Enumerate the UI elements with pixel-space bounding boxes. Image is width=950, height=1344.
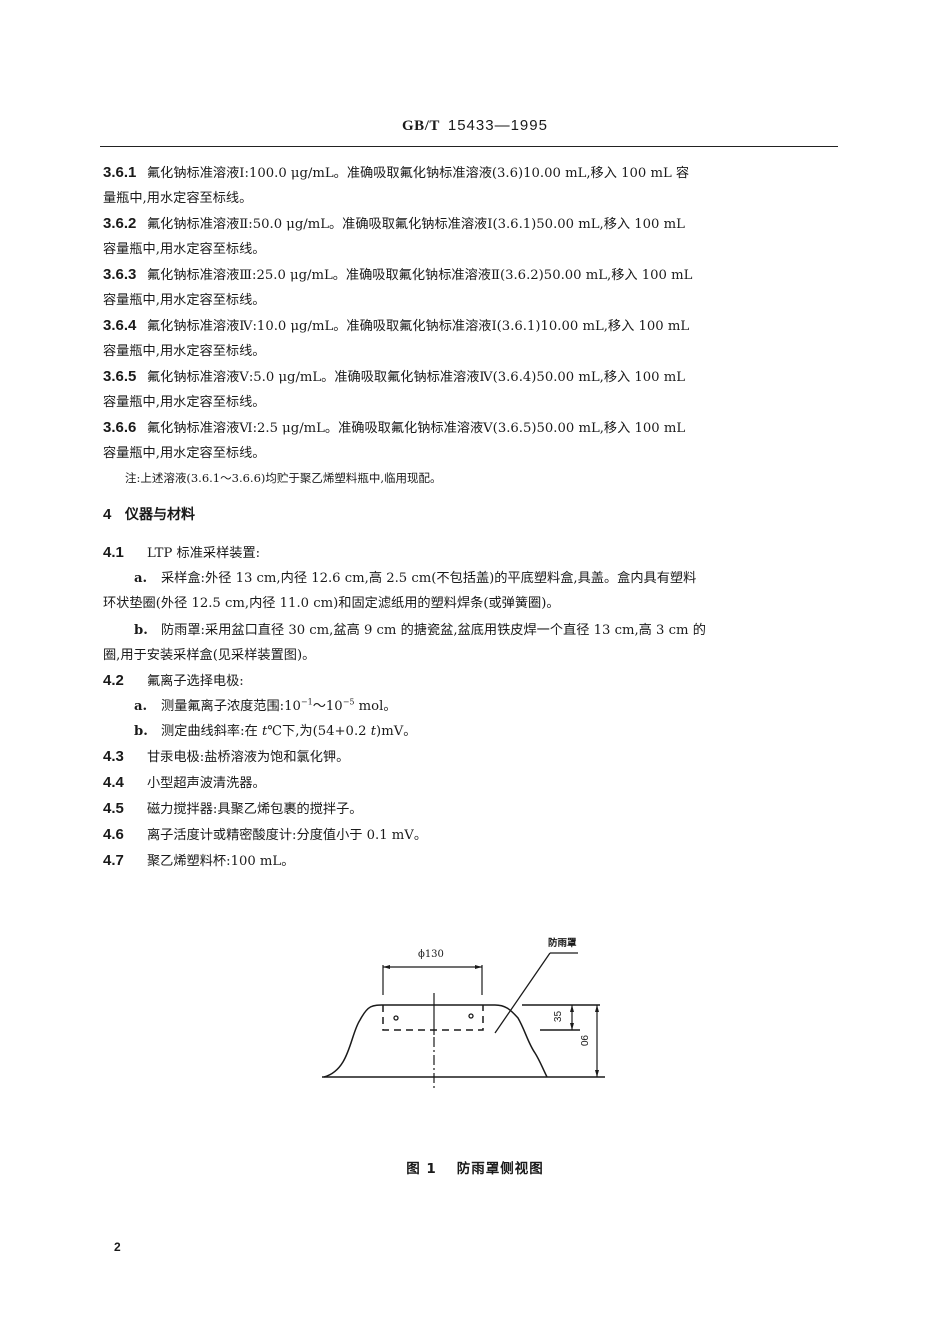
document-header: GB/T 15433—1995	[0, 116, 950, 135]
diameter-label: ϕ130	[418, 949, 444, 960]
page-number: 2	[114, 1240, 121, 1254]
standard-code: GB/T	[402, 118, 440, 134]
standard-number: 15433—1995	[447, 117, 548, 134]
clause-4-2-a: a.测量氟离子浓度范围:10−1～10−5 mol。	[134, 697, 397, 714]
figure-caption: 图 1 防雨罩侧视图	[0, 1157, 950, 1177]
header-rule	[100, 146, 838, 147]
figure-title: 防雨罩侧视图	[456, 1161, 544, 1177]
note: 注:上述溶液(3.6.1～3.6.6)均贮于聚乙烯塑料瓶中,临用现配。	[125, 471, 442, 485]
clause-4-1-b: b.防雨罩:采用盆口直径 30 cm,盆高 9 cm 的搪瓷盆,盆底用铁皮焊一个…	[134, 623, 706, 638]
dimension-outer-label: 90	[578, 1034, 590, 1047]
clause-4-1-b-cont: 圈,用于安装采样盒(见采样装置图)。	[103, 648, 316, 663]
clause-4-1-a: a.采样盒:外径 13 cm,内径 12.6 cm,高 2.5 cm(不包括盖)…	[134, 571, 697, 586]
figure-number: 图 1	[406, 1161, 437, 1177]
rain-shield-diagram: ϕ130 防雨罩 35 90	[310, 925, 630, 1100]
clause-4-1-a-cont: 环状垫圈(外径 12.5 cm,内径 11.0 cm)和固定滤纸用的塑料焊条(或…	[103, 596, 560, 611]
dimension-inner-label: 35	[553, 1010, 565, 1023]
callout-label: 防雨罩	[548, 938, 577, 949]
clause-4-2-b: b.测定曲线斜率:在 t℃下,为(54+0.2 t)mV。	[134, 724, 417, 739]
